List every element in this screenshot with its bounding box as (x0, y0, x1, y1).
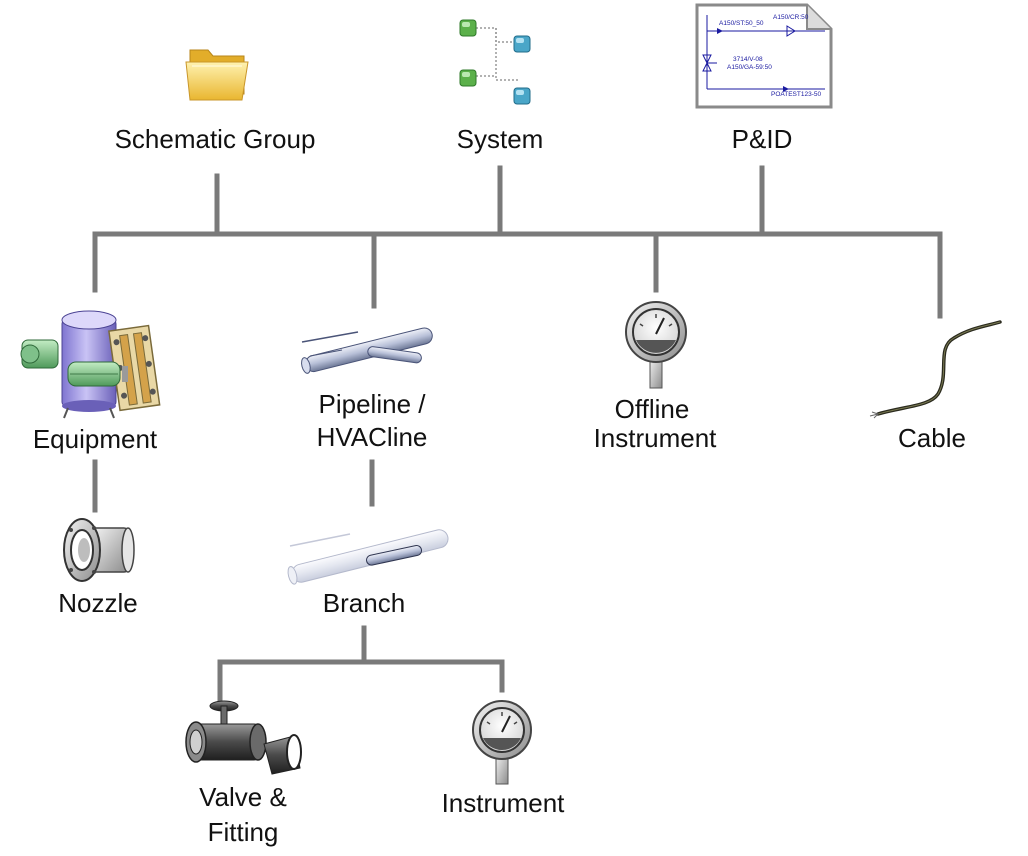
pipeline-label-line1: Pipeline / (319, 389, 427, 419)
equipment-icon (20, 310, 161, 419)
branch-icon (287, 529, 449, 585)
valve-fitting-icon (185, 700, 302, 775)
cable-icon (869, 320, 1002, 419)
offline-instrument-label-line1: Offline (615, 394, 690, 424)
pid-text-2: A150/CR:50 (773, 14, 809, 21)
connector-lines (92, 165, 943, 703)
valve-fitting-label-line2: Fitting (208, 817, 279, 847)
system-tree-icon (459, 19, 531, 105)
pipeline-icon (301, 327, 433, 374)
node-schematic-group[interactable]: Schematic Group (115, 49, 316, 154)
node-branch[interactable]: Branch (286, 528, 449, 618)
nozzle-label: Nozzle (58, 588, 137, 618)
node-instrument[interactable]: Instrument (442, 700, 566, 818)
pid-text-3: 3714/V-08 (733, 56, 763, 63)
pid-text-5: POATEST123-50 (771, 91, 821, 98)
instrument-label: Instrument (442, 788, 566, 818)
pipeline-label-line2: HVACline (317, 422, 428, 452)
schematic-group-label: Schematic Group (115, 124, 316, 154)
offline-instrument-label-line2: Instrument (594, 423, 718, 453)
system-label: System (457, 124, 544, 154)
valve-fitting-label-line1: Valve & (199, 782, 287, 812)
node-valve-fitting[interactable]: Valve & Fitting (185, 700, 302, 847)
pid-label: P&ID (732, 124, 793, 154)
pid-text-1: A150/ST:50_50 (719, 20, 764, 27)
node-pipeline[interactable]: Pipeline / HVACline (300, 326, 434, 452)
node-cable[interactable]: Cable (869, 320, 1002, 453)
folder-icon (185, 49, 249, 101)
node-nozzle[interactable]: Nozzle (58, 518, 138, 618)
node-equipment[interactable]: Equipment (20, 310, 161, 454)
node-offline-instrument[interactable]: Offline Instrument (594, 301, 718, 453)
equipment-label: Equipment (33, 424, 158, 454)
pressure-gauge-icon (472, 700, 532, 785)
pressure-gauge-icon (625, 301, 687, 389)
branch-label: Branch (323, 588, 405, 618)
nozzle-icon (63, 518, 135, 582)
node-pid[interactable]: A150/ST:50_50 A150/CR:50 3714/V-08 A150/… (695, 3, 833, 154)
cable-label: Cable (898, 423, 966, 453)
node-system[interactable]: System (457, 19, 544, 154)
pid-drawing-icon: A150/ST:50_50 A150/CR:50 3714/V-08 A150/… (695, 3, 833, 109)
pid-text-4: A150/GA-59:50 (727, 64, 772, 71)
